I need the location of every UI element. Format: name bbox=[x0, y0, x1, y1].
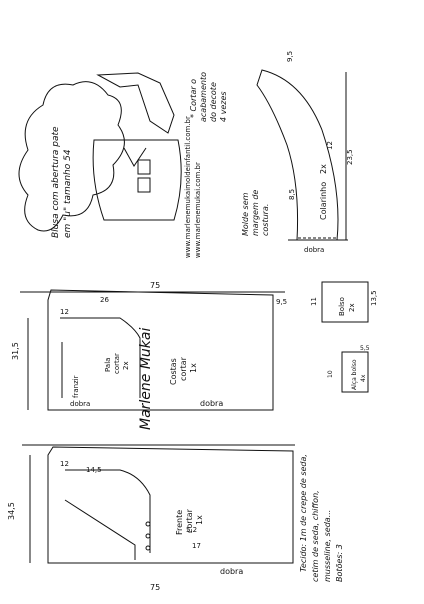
pocket-label: Bolso bbox=[338, 297, 346, 316]
url-2: www.marlenemukaimoldeinfantil.com.br bbox=[184, 116, 192, 258]
fabric-line-1: Tecido: 1m de crepe de seda, bbox=[299, 454, 308, 572]
strap-qty: 4x bbox=[360, 374, 367, 382]
front-length: 75 bbox=[150, 583, 160, 592]
front-top-1: 34,5 bbox=[7, 502, 16, 520]
note-cut-2: acabamento bbox=[199, 72, 208, 122]
back-top-1: 26 bbox=[100, 296, 109, 304]
back-pattern bbox=[47, 289, 274, 411]
front-mark-1: 5,2 bbox=[186, 526, 197, 534]
fabric-line-2: cetim de seda, chiffon, bbox=[311, 490, 320, 582]
back-top-2: 12 bbox=[60, 308, 69, 316]
collar-fold: dobra bbox=[304, 246, 324, 254]
note-cut-4: 4 vezes bbox=[219, 91, 228, 122]
yoke-fold: dobra bbox=[70, 400, 90, 408]
pocket-qty: 2x bbox=[348, 303, 356, 312]
back-qty: 1x bbox=[189, 363, 198, 373]
title-line-1: Blusa com abertura pate bbox=[51, 126, 61, 238]
back-edge: 9,5 bbox=[276, 298, 287, 306]
front-top-3: 14,5 bbox=[86, 466, 102, 474]
strap-label: Alça bolso bbox=[351, 359, 358, 390]
note-cut-3: do decote bbox=[209, 82, 218, 122]
yoke-qty: 2x bbox=[122, 361, 130, 370]
front-mark-2: 17 bbox=[192, 542, 201, 550]
collar-label: Colarinho bbox=[319, 182, 328, 220]
back-fold: dobra bbox=[200, 399, 223, 408]
back-label: Costas bbox=[169, 358, 178, 385]
yoke-label: Pala bbox=[104, 358, 112, 372]
note-seam-3: costura. bbox=[261, 204, 270, 236]
strap-m2: 5,5 bbox=[360, 345, 370, 352]
collar-m1: 9,5 bbox=[286, 51, 294, 62]
title-cloud bbox=[18, 81, 125, 232]
pocket-m3: 13,5 bbox=[370, 290, 378, 306]
signature: Marlene Mukai bbox=[138, 328, 154, 430]
collar-m4: 12 bbox=[326, 141, 334, 150]
collar-m5: 8,5 bbox=[288, 189, 296, 200]
strap-piece bbox=[341, 351, 369, 393]
back-side-1: 31,5 bbox=[11, 342, 20, 360]
fabric-line-3: musseline, seda... bbox=[323, 510, 332, 582]
pocket-piece bbox=[321, 281, 369, 323]
front-label: Frente bbox=[175, 510, 184, 535]
collar-qty: 2x bbox=[319, 164, 328, 174]
note-seam-1: Molde sem bbox=[241, 192, 250, 236]
yoke-franzir: franzir bbox=[72, 375, 80, 398]
front-fold: dobra bbox=[220, 567, 243, 576]
back-cut: cortar bbox=[179, 356, 188, 381]
note-cut-1: * Cortar o bbox=[189, 79, 198, 118]
front-cut: cortar bbox=[185, 508, 194, 533]
pocket-m1: 11 bbox=[310, 297, 318, 306]
strap-m1: 10 bbox=[327, 370, 334, 378]
garment-sketch bbox=[92, 72, 182, 221]
title-line-2: em "u" tamanho 54 bbox=[63, 149, 73, 238]
url-1: www.marlenemukai.com.br bbox=[194, 162, 202, 258]
yoke-cut: cortar bbox=[113, 353, 121, 374]
back-length: 75 bbox=[150, 281, 160, 290]
front-pattern bbox=[47, 446, 294, 564]
collar-m6: 23,5 bbox=[346, 149, 354, 165]
note-seam-2: margem de bbox=[251, 190, 260, 236]
front-top-2: 12 bbox=[60, 460, 69, 468]
front-qty: 1x bbox=[195, 515, 204, 525]
fabric-line-4: Botões: 3 bbox=[335, 544, 344, 582]
